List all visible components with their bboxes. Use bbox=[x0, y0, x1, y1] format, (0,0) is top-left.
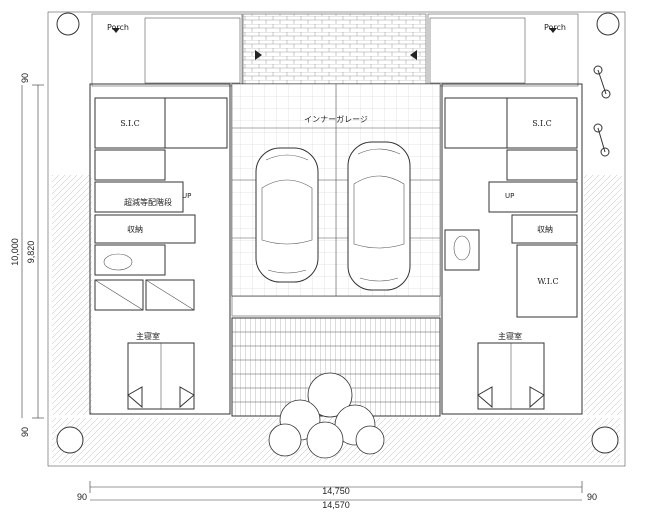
car-left bbox=[255, 147, 319, 283]
porch-left bbox=[91, 13, 243, 87]
garden-right bbox=[584, 175, 622, 415]
stairs-right bbox=[488, 181, 578, 213]
up-label-left: UP bbox=[182, 192, 191, 200]
storage-left-room bbox=[94, 214, 196, 244]
storage-right-label: 収納 bbox=[537, 224, 553, 234]
porch-right bbox=[427, 13, 579, 87]
storage-left-label: 収納 bbox=[127, 224, 143, 234]
bicycle-icon bbox=[593, 65, 611, 157]
porch-arrow-right-icon bbox=[549, 28, 557, 33]
dim-width-right: 90 bbox=[587, 492, 597, 502]
toilet-left-icon bbox=[103, 253, 133, 271]
dim-width-outer: 14,750 bbox=[322, 486, 350, 496]
car-right bbox=[347, 141, 411, 291]
unit-left-walls bbox=[89, 83, 231, 415]
dim-top-left: 90 bbox=[20, 73, 30, 83]
dim-width-left: 90 bbox=[77, 492, 87, 502]
tree-top-left bbox=[56, 12, 80, 36]
wic-label: W.I.C bbox=[537, 277, 558, 286]
tree-top-right bbox=[596, 12, 620, 36]
garage-label: インナーガレージ bbox=[304, 114, 368, 124]
site-boundary bbox=[47, 11, 626, 467]
dim-height-outer: 10,000 bbox=[10, 238, 20, 266]
tree-cluster-front bbox=[268, 372, 385, 459]
stairs-left bbox=[94, 181, 184, 213]
storage-right-room bbox=[511, 214, 578, 244]
dim-height-inner: 9,820 bbox=[26, 241, 36, 264]
up-label-right: UP bbox=[505, 192, 514, 200]
master-bedroom-left-label: 主寝室 bbox=[136, 331, 160, 341]
porch-label-left: Porch bbox=[107, 23, 129, 32]
porch-label-right: Porch bbox=[544, 23, 566, 32]
wic-right-room bbox=[516, 244, 578, 318]
tree-bottom-right bbox=[591, 426, 619, 454]
arrow-right-icon bbox=[410, 50, 417, 60]
driveway bbox=[242, 13, 427, 87]
arrow-left-icon bbox=[255, 50, 262, 60]
sic-left-label: S.I.C bbox=[120, 119, 140, 128]
toilet-right-icon bbox=[453, 235, 471, 261]
master-bedroom-right-label: 主寝室 bbox=[498, 331, 522, 341]
dim-bottom-left: 90 bbox=[20, 427, 30, 437]
sic-right-label: S.I.C bbox=[532, 119, 552, 128]
tree-bottom-left bbox=[56, 426, 84, 454]
unit-right-walls bbox=[441, 83, 583, 415]
stairs-note-label: 超減等配階段 bbox=[124, 197, 172, 207]
porch-arrow-left-icon bbox=[112, 28, 120, 33]
dimension-lines bbox=[21, 84, 583, 501]
dim-width-inner: 14,570 bbox=[322, 500, 350, 510]
garden-left bbox=[52, 175, 92, 415]
